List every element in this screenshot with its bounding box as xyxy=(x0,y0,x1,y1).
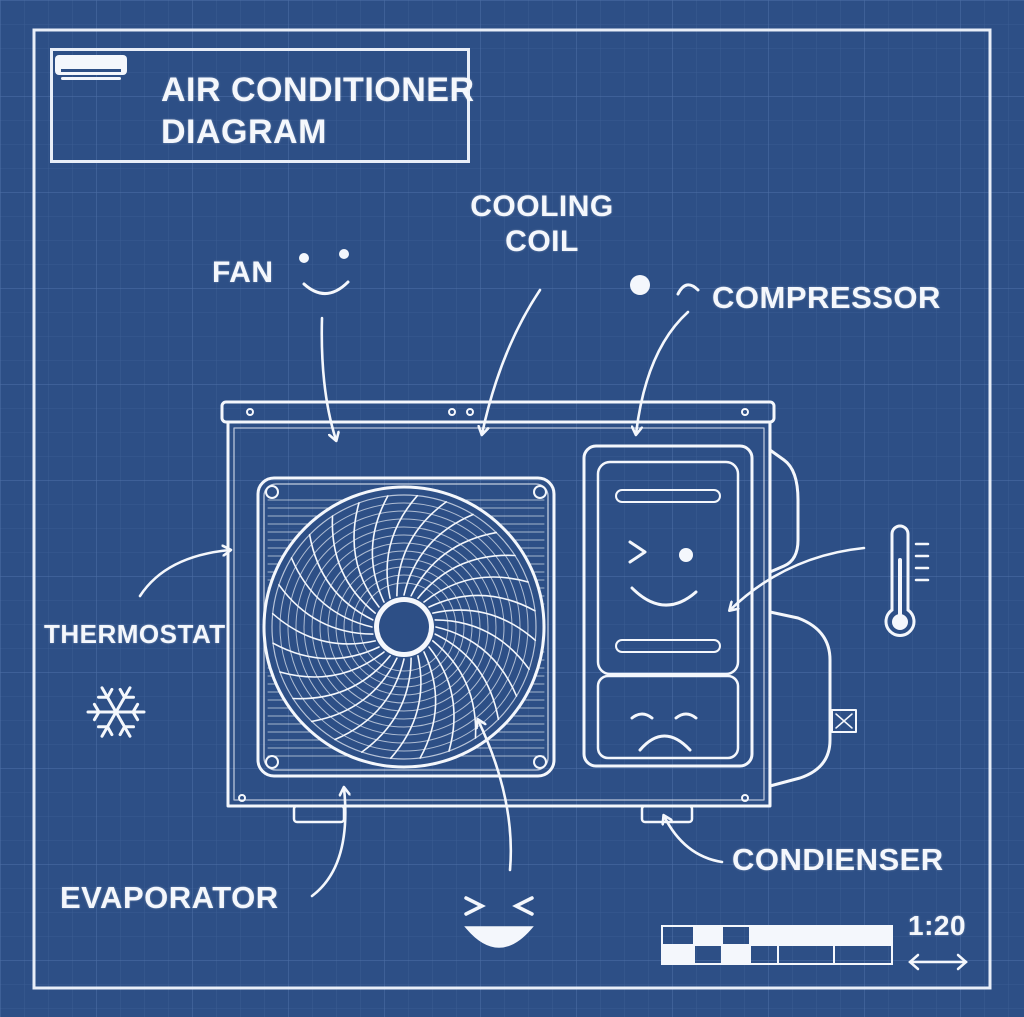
cooling-coil-line-1: COOLING xyxy=(470,190,614,223)
thermometer-arrow xyxy=(730,546,866,610)
scale-text: 1:20 xyxy=(908,910,967,941)
evaporator-arrow xyxy=(310,788,345,898)
thermometer-icon xyxy=(884,524,930,637)
thermostat-arrow xyxy=(138,550,230,598)
condenser-label: CONDIENSER xyxy=(732,842,944,877)
condenser-arrow xyxy=(664,816,724,864)
outdoor-unit xyxy=(220,400,857,824)
cooling-coil-line-2: COIL xyxy=(505,224,579,258)
fan-smiley-icon xyxy=(299,249,350,295)
fan-arrow xyxy=(320,316,336,440)
snowflake-icon xyxy=(86,686,146,738)
compressor-arrow xyxy=(636,310,690,434)
compressor-face-icon xyxy=(630,275,700,296)
title-box: AIR CONDITIONER DIAGRAM xyxy=(50,48,474,163)
fan-center-arrow xyxy=(478,720,513,872)
title-line-2: DIAGRAM xyxy=(161,113,327,151)
outer-frame xyxy=(32,28,992,990)
callout-arrows xyxy=(138,288,866,898)
evaporator-label: EVAPORATOR xyxy=(60,880,279,915)
scale-bar xyxy=(661,925,893,965)
thermostat-label: THERMOSTAT xyxy=(44,619,226,649)
air-conditioner-icon xyxy=(55,55,127,80)
cooling-coil-arrow xyxy=(482,288,542,434)
compressor-label: COMPRESSOR xyxy=(712,280,941,315)
title-line-1: AIR CONDITIONER xyxy=(161,71,475,109)
laughing-face-icon xyxy=(464,896,534,948)
page-title: AIR CONDITIONER DIAGRAM xyxy=(161,69,475,153)
fan-label: FAN xyxy=(212,256,274,289)
double-arrow-icon xyxy=(908,953,968,971)
cooling-coil-label: COOLING COIL xyxy=(462,190,622,259)
